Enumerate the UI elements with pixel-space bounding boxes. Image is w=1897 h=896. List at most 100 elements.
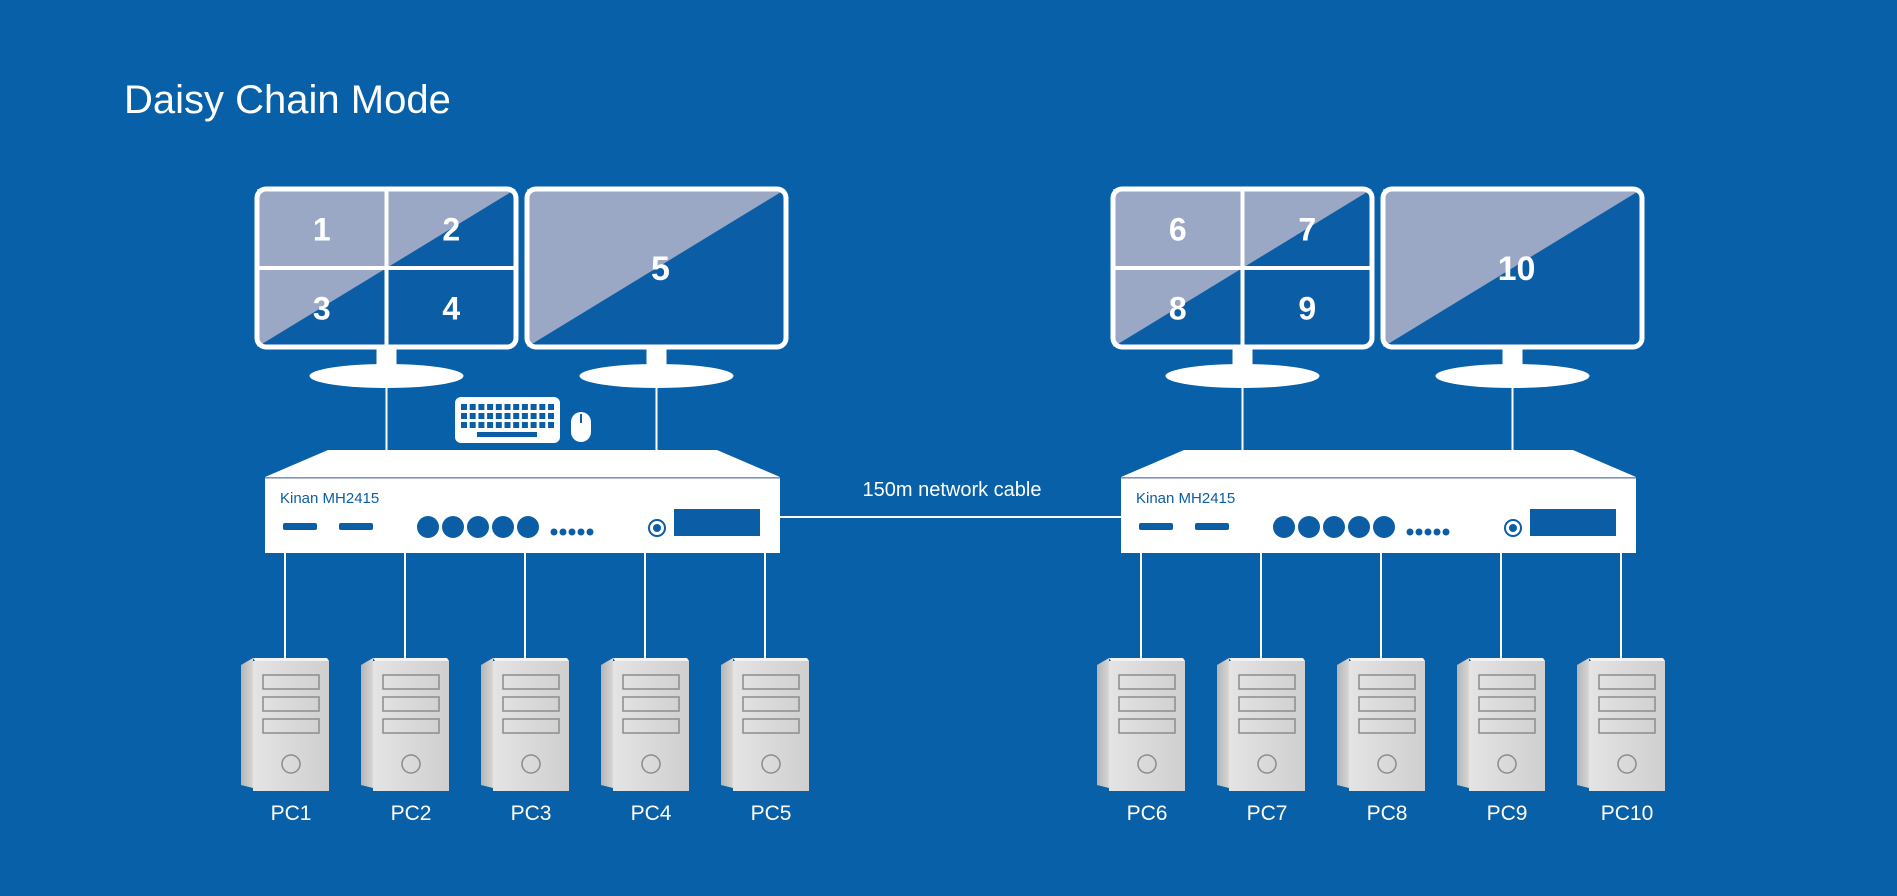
pc-drive-bay [1478, 696, 1536, 712]
right-quad-monitor-frame [1110, 186, 1375, 350]
kvm-power-button-core [653, 524, 661, 532]
keyboard-key [513, 422, 520, 428]
left-kvm-label: Kinan MH2415 [280, 490, 379, 507]
kvm-port [283, 523, 317, 530]
monitor-stand [1165, 364, 1320, 388]
pane-fill [527, 189, 786, 347]
pc3-label: PC3 [511, 802, 552, 825]
pc-tower-top [253, 658, 329, 661]
pane-fill [1383, 189, 1642, 347]
keyboard-key [487, 404, 494, 410]
left-kvm-top [265, 450, 780, 477]
keyboard-key [530, 404, 537, 410]
keyboard-key [513, 413, 520, 419]
pc-tower-side [1577, 658, 1589, 788]
left-single-monitor-frame [524, 186, 789, 350]
pc-drive-bay [1238, 718, 1296, 734]
kvm-channel-button [1273, 516, 1295, 538]
kvm-channel-button [1348, 516, 1370, 538]
pc6-tower [1109, 661, 1185, 791]
monitor-pane-label: 7 [1298, 212, 1316, 248]
keyboard-key [530, 413, 537, 419]
pc-power-button [1257, 754, 1277, 774]
pc-drive-bay [622, 674, 680, 690]
keyboard-key [548, 422, 554, 428]
pc-drive-bay [1238, 696, 1296, 712]
pc-drive-bay [502, 718, 560, 734]
pc-tower-side [1097, 658, 1109, 788]
monitor-stand [1435, 364, 1590, 388]
pc-drive-bay [742, 674, 800, 690]
pc-power-button [281, 754, 301, 774]
pc-tower-top [1469, 658, 1545, 661]
keyboard-key [521, 422, 528, 428]
keyboard-key [495, 422, 502, 428]
kvm-channel-button [417, 516, 439, 538]
kvm-led [1406, 528, 1414, 536]
keyboard-key [539, 422, 546, 428]
pc-tower-top [613, 658, 689, 661]
kvm-channel-button [442, 516, 464, 538]
pc-drive-bay [1478, 674, 1536, 690]
pc-tower-top [1229, 658, 1305, 661]
kvm-channel-button [467, 516, 489, 538]
pc-drive-bay [262, 696, 320, 712]
pc-drive-bay [1478, 718, 1536, 734]
kvm-power-button [1504, 519, 1522, 537]
kvm-display-panel [1530, 509, 1616, 536]
pc-drive-bay [382, 674, 440, 690]
kvm-channel-button [492, 516, 514, 538]
keyboard-key [469, 422, 476, 428]
keyboard-key [469, 413, 476, 419]
keyboard-key [495, 404, 502, 410]
pc2-tower [373, 661, 449, 791]
pc-drive-bay [262, 674, 320, 690]
pc-drive-bay [382, 718, 440, 734]
pc-drive-bay [622, 718, 680, 734]
kvm-led [1433, 528, 1441, 536]
pc5-label: PC5 [751, 802, 792, 825]
keyboard-key [487, 422, 494, 428]
pc-tower-top [1109, 658, 1185, 661]
pc-drive-bay [1118, 696, 1176, 712]
pc-power-button [641, 754, 661, 774]
monitor-pane-label: 6 [1169, 212, 1187, 248]
pc-tower-side [481, 658, 493, 788]
monitor-pane-label: 1 [313, 212, 331, 248]
pane-fill [1113, 189, 1243, 268]
keyboard-key [461, 404, 467, 410]
monitor-pane-label: 9 [1298, 291, 1316, 327]
keyboard-key [548, 404, 554, 410]
pc-drive-bay [742, 696, 800, 712]
keyboard-key [504, 404, 511, 410]
kvm-led [577, 528, 585, 536]
monitor-label: 10 [1498, 250, 1536, 288]
monitor-pane-label: 8 [1169, 291, 1187, 327]
pane-fill [257, 268, 387, 347]
keyboard-key [461, 413, 467, 419]
keyboard-key [478, 404, 485, 410]
keyboard-key [539, 404, 546, 410]
kvm-led [568, 528, 576, 536]
pc1-label: PC1 [271, 802, 312, 825]
pc-tower-side [721, 658, 733, 788]
keyboard-key [513, 404, 520, 410]
monitor-stand [309, 364, 464, 388]
pane-fill [386, 189, 516, 268]
keyboard-key [548, 413, 554, 419]
kvm-power-button-core [1509, 524, 1517, 532]
keyboard-key [478, 413, 485, 419]
kvm-channel-button [1373, 516, 1395, 538]
pc-drive-bay [1238, 674, 1296, 690]
keyboard-key [539, 413, 546, 419]
keyboard-key [487, 413, 494, 419]
pc-drive-bay [1598, 674, 1656, 690]
pc-tower-top [1589, 658, 1665, 661]
pc-tower-side [1337, 658, 1349, 788]
right-kvm-label: Kinan MH2415 [1136, 490, 1235, 507]
pc-drive-bay [382, 696, 440, 712]
kvm-channel-button [517, 516, 539, 538]
